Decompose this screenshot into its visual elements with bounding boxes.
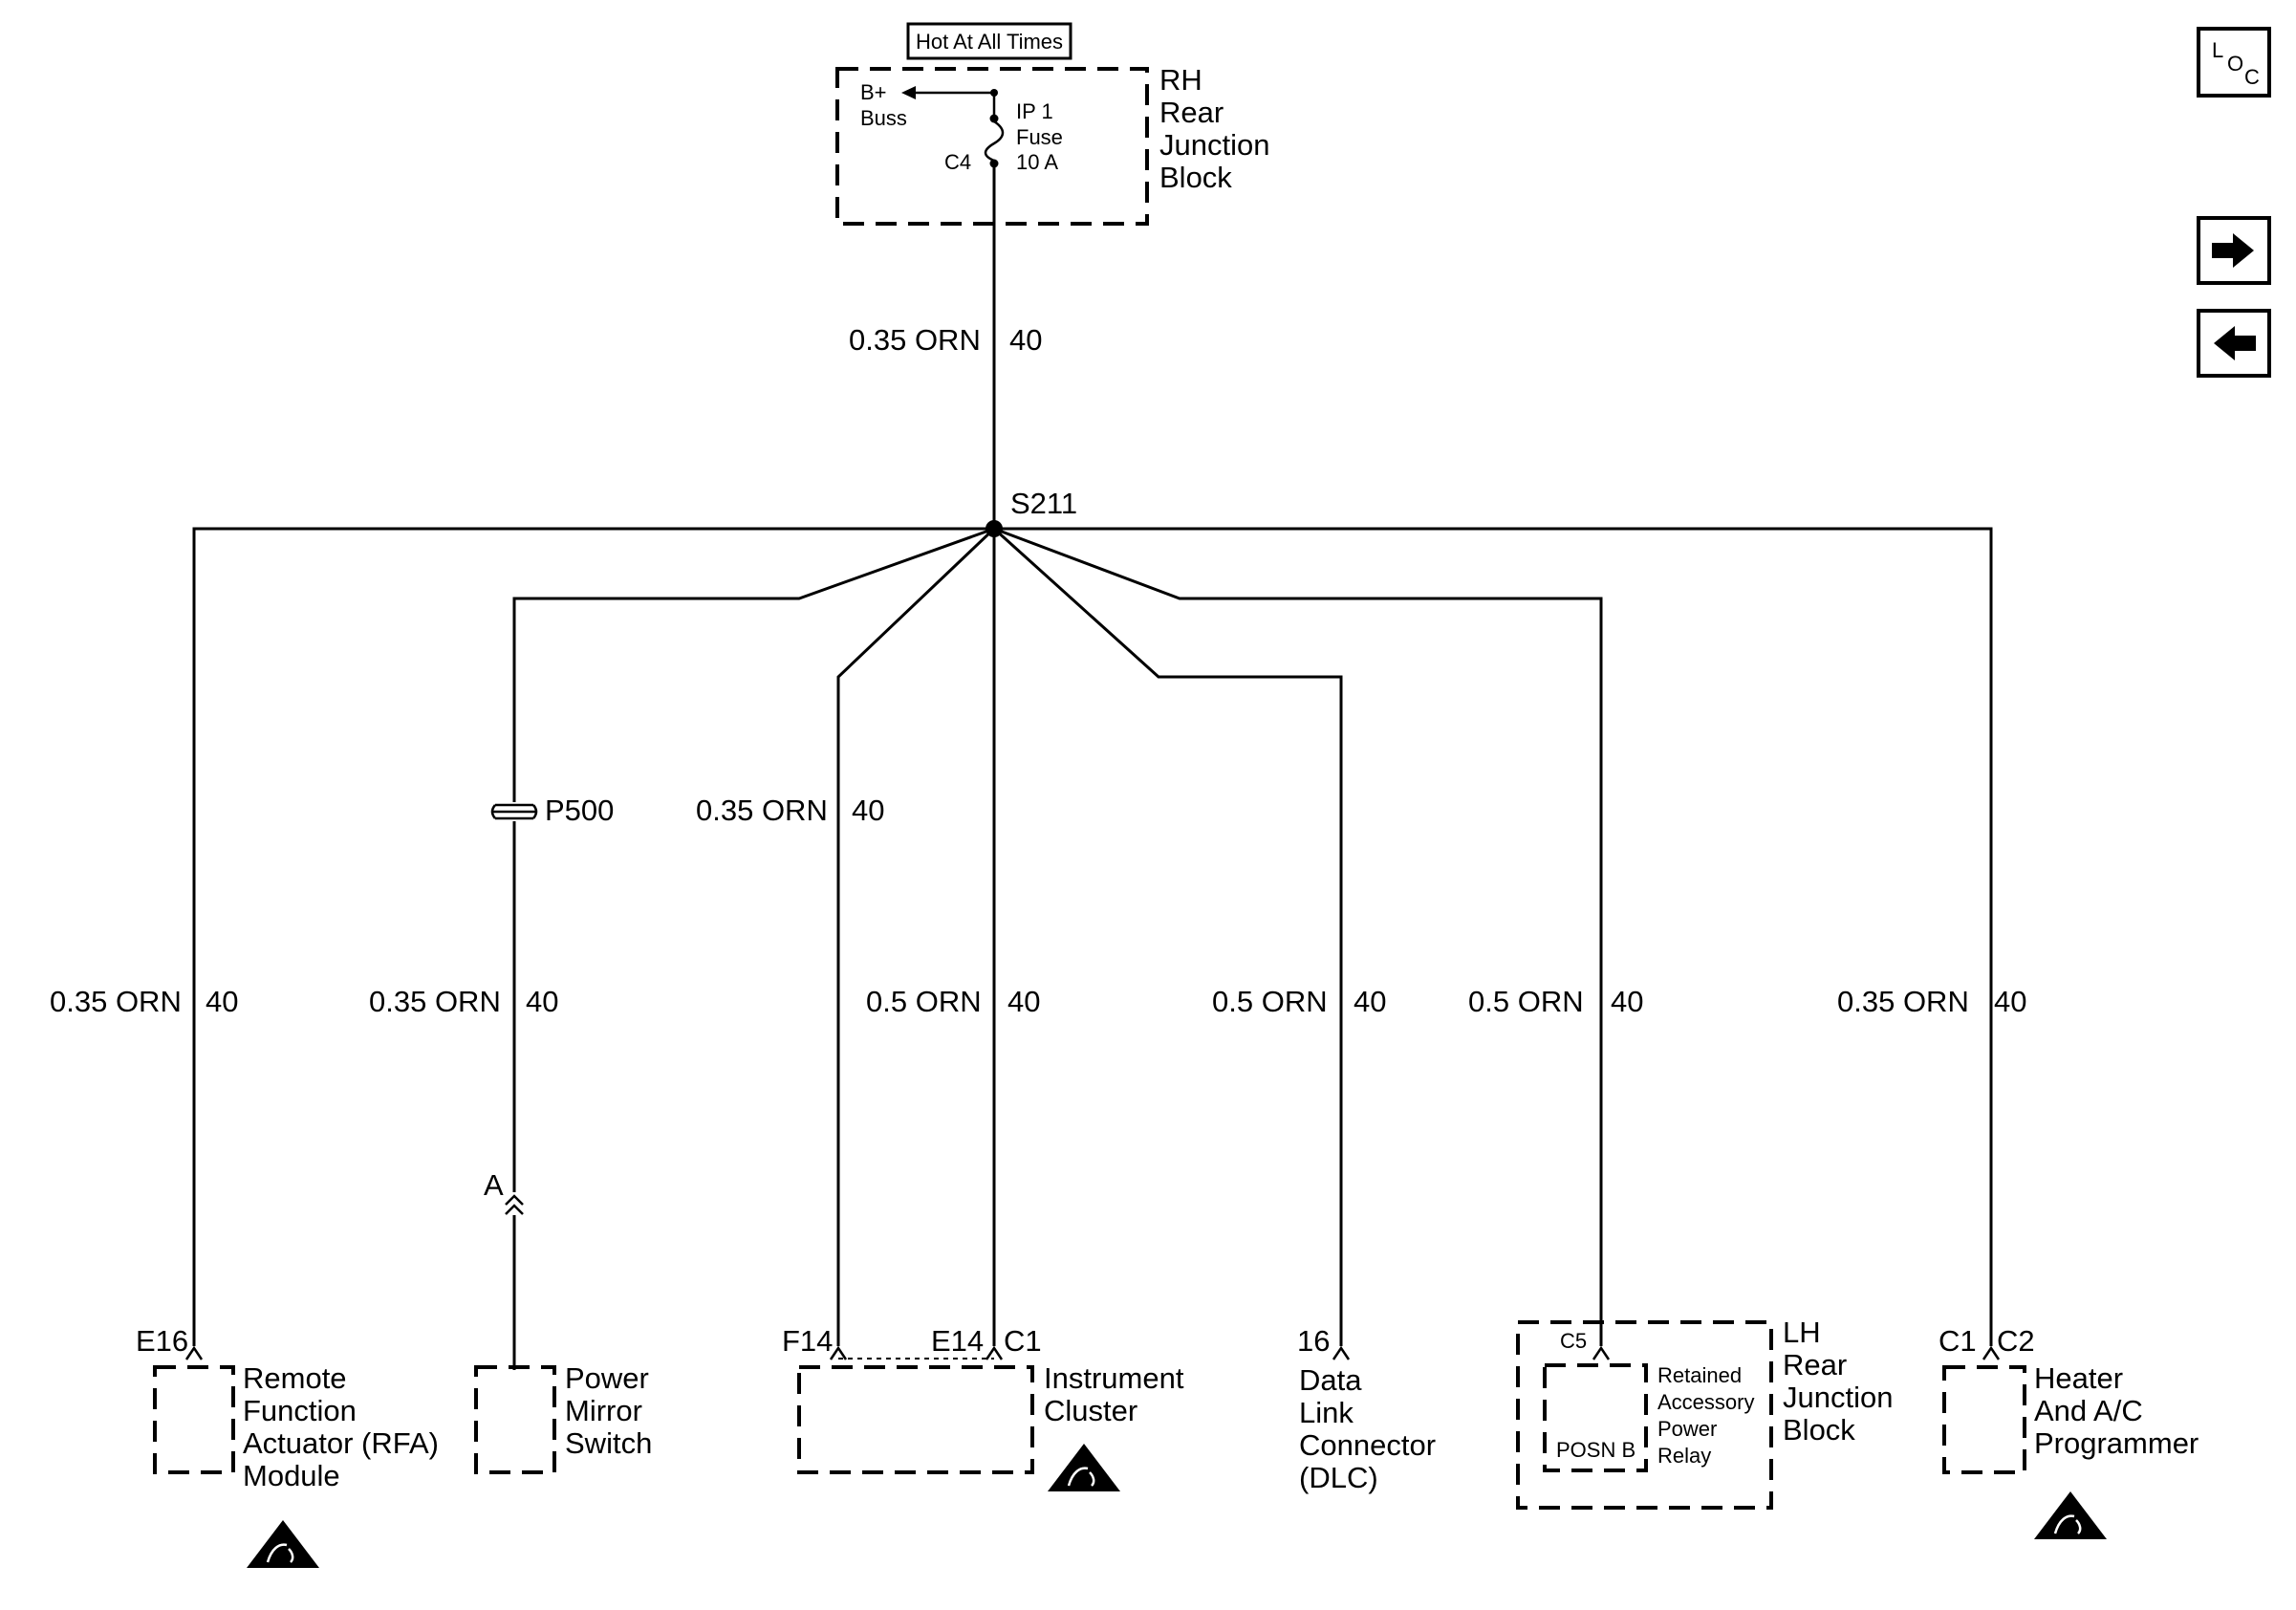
lh-block-connector-c5: C5	[1560, 1329, 1587, 1353]
splice-s211-label: S211	[1010, 487, 1077, 520]
esd-warning-icon	[247, 1520, 319, 1568]
branch-cluster-size-color: 0.5 ORN	[866, 985, 982, 1018]
feed-wire-circuit: 40	[1009, 323, 1042, 357]
accessory-relay-outline	[1543, 1363, 1648, 1472]
pin-terminals	[184, 1345, 2001, 1360]
connector-c4-label: C4	[944, 150, 971, 174]
loc-icon: L	[2212, 38, 2223, 62]
wire-rfa	[192, 527, 994, 1346]
left-arrow-icon	[2214, 326, 2256, 360]
previous-page-button[interactable]	[2197, 309, 2271, 378]
branch-hvac-circuit: 40	[1994, 985, 2026, 1018]
right-arrow-icon	[2212, 233, 2254, 268]
esd-warning-icon	[2034, 1491, 2107, 1539]
branch-mirror-circuit: 40	[526, 985, 558, 1018]
wire-lh-block	[993, 527, 1603, 1346]
cluster-pin-e14: E14	[931, 1324, 984, 1358]
heater-ac-programmer-outline	[1942, 1365, 2026, 1474]
rh-rear-junction-block-outline	[835, 67, 1149, 226]
branch-labels: 0.35 ORN 40 0.35 ORN 40 0.5 ORN 40 0.5 O…	[50, 985, 2026, 1018]
hot-at-all-times-box	[906, 22, 1072, 60]
cluster-pin-c1: C1	[1004, 1324, 1042, 1358]
branch-hvac-size-color: 0.35 ORN	[1837, 985, 1969, 1018]
branch-rfa-size-color: 0.35 ORN	[50, 985, 182, 1018]
branch-dlc-circuit: 40	[1354, 985, 1386, 1018]
branch-rfa-circuit: 40	[206, 985, 238, 1018]
p500-label: P500	[545, 794, 614, 827]
bplus-buss-label: B+Buss	[860, 80, 907, 130]
relay-posn-b: POSN B	[1556, 1438, 1635, 1462]
feed-wire-size-color: 0.35 ORN	[849, 323, 981, 357]
hot-at-all-times-label: Hot At All Times	[916, 30, 1063, 54]
wire-hvac	[994, 527, 1993, 1346]
buss-junction-dot	[990, 89, 998, 97]
fuse-symbol-icon	[984, 120, 1005, 163]
branch-wires	[192, 527, 1993, 1370]
esd-warning-icon	[1048, 1444, 1120, 1491]
hvac-pin-c1: C1	[1939, 1324, 1977, 1358]
svg-text:O: O	[2227, 52, 2243, 76]
branch-cluster-circuit: 40	[1007, 985, 1040, 1018]
wire-mirror-upper	[512, 527, 995, 1200]
fuse-terminal-top	[989, 114, 999, 123]
next-page-button[interactable]	[2197, 216, 2271, 285]
branch-lh-block-circuit: 40	[1611, 985, 1643, 1018]
inline-connector-a	[505, 1192, 524, 1215]
wire-dlc	[992, 527, 1343, 1346]
loc-button[interactable]: L O C	[2197, 27, 2271, 98]
power-mirror-switch-outline	[474, 1365, 556, 1474]
instrument-cluster-outline	[797, 1365, 1034, 1474]
hvac-pin-c2: C2	[1997, 1324, 2035, 1358]
bplus-arrow-icon	[901, 86, 916, 99]
lh-rear-junction-block-outline	[1516, 1320, 1773, 1510]
cluster-pin-f14: F14	[782, 1324, 833, 1358]
p500-branch-circuit: 40	[852, 794, 884, 827]
branch-dlc-size-color: 0.5 ORN	[1212, 985, 1328, 1018]
branch-lh-block-size-color: 0.5 ORN	[1468, 985, 1584, 1018]
p500-connector	[490, 795, 538, 828]
inline-connector-a-label: A	[484, 1168, 504, 1202]
rfa-pin-e16: E16	[136, 1324, 188, 1358]
svg-text:C: C	[2244, 65, 2260, 89]
wire-cluster-f14	[836, 527, 996, 1346]
dlc-pin-16: 16	[1297, 1324, 1330, 1358]
rfa-module-outline	[153, 1365, 235, 1474]
p500-branch-size-color: 0.35 ORN	[696, 794, 828, 827]
branch-mirror-size-color: 0.35 ORN	[369, 985, 501, 1018]
